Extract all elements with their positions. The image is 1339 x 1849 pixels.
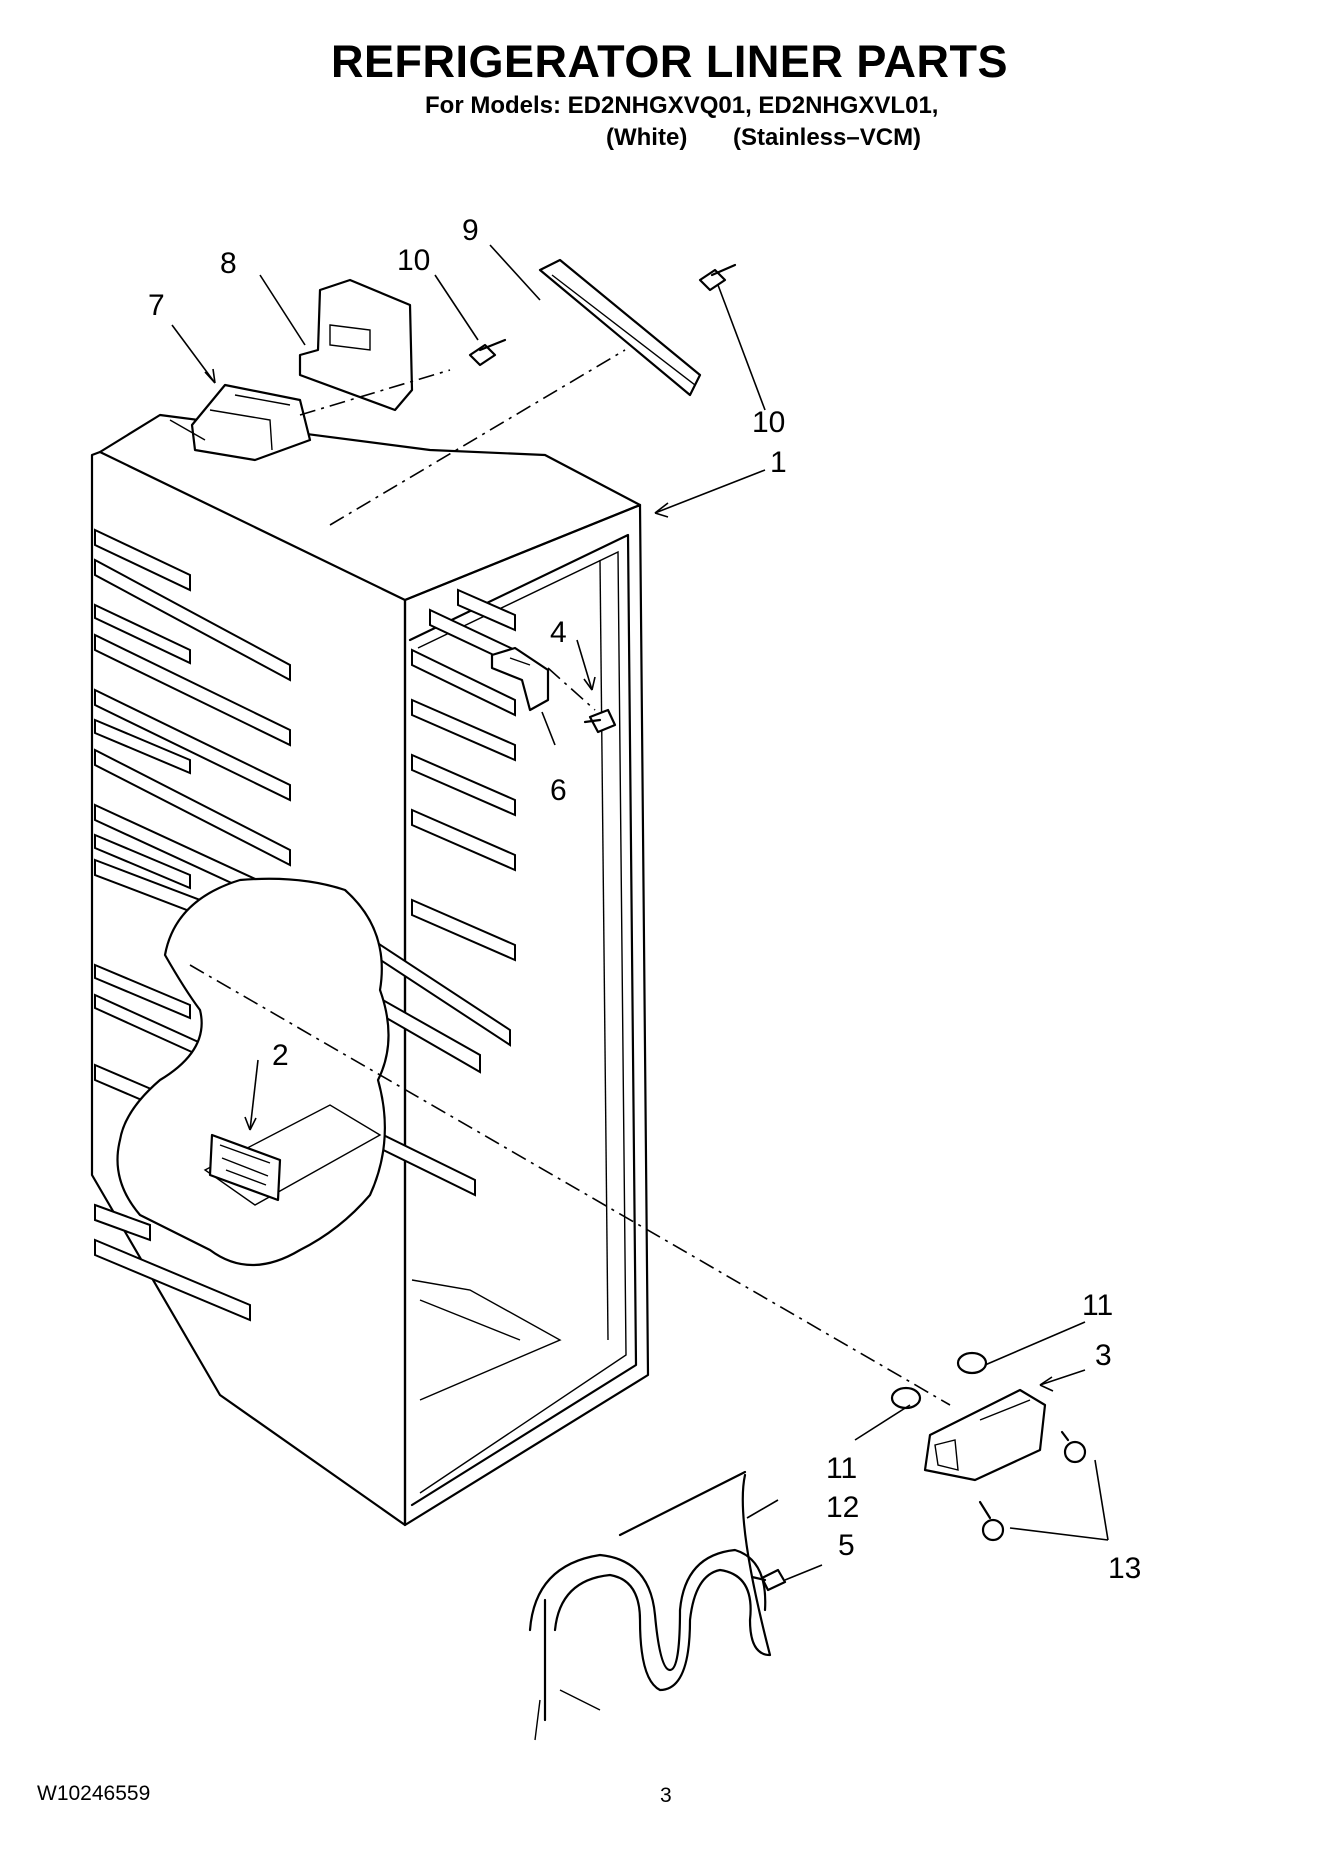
bracket-8 (298, 278, 414, 412)
bracket-6 (490, 646, 550, 712)
fastener-13-a (1060, 1430, 1087, 1464)
callout-10-b: 10 (752, 406, 785, 439)
page-title: REFRIGERATOR LINER PARTS (330, 36, 1009, 87)
callout-1: 1 (770, 446, 787, 479)
screw-5 (750, 1568, 787, 1592)
heater-coil-12 (528, 1470, 772, 1741)
liner-body (90, 413, 650, 1527)
callout-12: 12 (826, 1491, 859, 1524)
variant-stainless: (Stainless–VCM) (733, 124, 922, 151)
callout-9: 9 (462, 214, 479, 247)
page-number: 3 (660, 1784, 672, 1807)
callout-8: 8 (220, 247, 237, 280)
bulb-11-b (890, 1386, 922, 1410)
variant-white: (White) (606, 124, 688, 151)
screw-10-b (698, 263, 737, 292)
callout-4: 4 (550, 616, 567, 649)
leader-arrows (171, 244, 1109, 1581)
light-housing-3 (923, 1388, 1047, 1482)
callout-11-a: 11 (1082, 1289, 1113, 1322)
trim-strip-9 (538, 258, 702, 397)
callout-3: 3 (1095, 1339, 1112, 1372)
callout-6: 6 (550, 774, 567, 807)
callout-2: 2 (272, 1039, 289, 1072)
callout-13: 13 (1108, 1552, 1141, 1585)
screw-10-a (468, 338, 507, 367)
models-line: For Models: ED2NHGXVQ01, ED2NHGXVL01, (425, 92, 939, 119)
fastener-13-b (978, 1500, 1005, 1542)
cutaway-section (116, 877, 390, 1266)
callout-5: 5 (838, 1529, 855, 1562)
document-id: W10246559 (37, 1782, 151, 1805)
bulb-11-a (956, 1351, 988, 1375)
top-module (169, 383, 312, 462)
assembly-lines (189, 349, 951, 1406)
callout-11-b: 11 (826, 1452, 857, 1485)
control-board (208, 1133, 282, 1202)
screw-4 (583, 708, 617, 734)
callout-10-a: 10 (397, 244, 430, 277)
callout-7: 7 (148, 289, 165, 322)
